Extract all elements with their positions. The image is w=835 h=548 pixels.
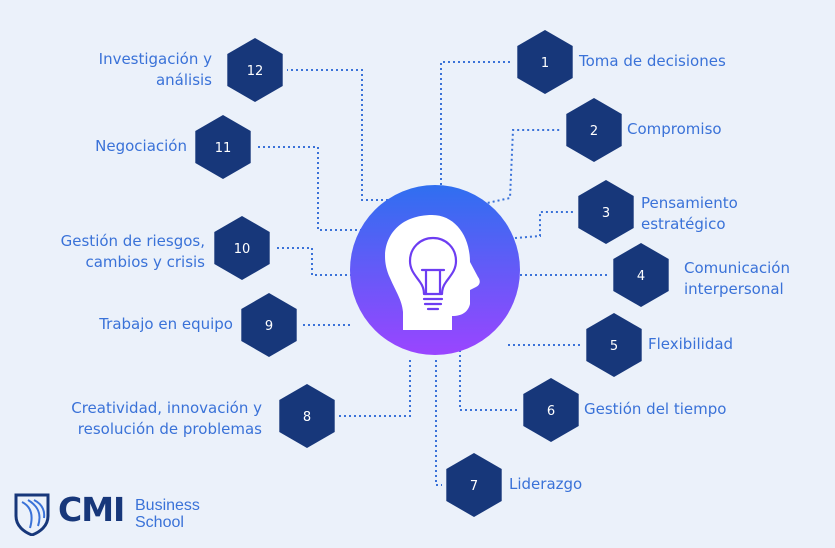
connector-line-7 [435, 360, 442, 486]
skill-label-11: Negociación [95, 136, 187, 157]
skill-label-line: Pensamiento [641, 194, 738, 212]
skill-label-line: Toma de decisiones [579, 52, 726, 70]
hexagon-number: 3 [602, 206, 610, 221]
skill-label-2: Compromiso [627, 119, 722, 140]
hexagon-8: 8 [279, 384, 335, 448]
hexagon-1: 1 [517, 30, 573, 94]
hexagon-number: 6 [547, 404, 555, 419]
skill-label-line: interpersonal [684, 280, 784, 298]
hexagon-shape [613, 243, 669, 307]
skill-label-line: Comunicación [684, 259, 790, 277]
connector-lines [255, 61, 609, 486]
hexagon-number: 1 [541, 56, 549, 71]
hexagon-6: 6 [523, 378, 579, 442]
skill-label-12: Investigación y análisis [99, 49, 212, 91]
connector-line-6 [459, 350, 519, 411]
hexagon-number: 4 [637, 269, 645, 284]
skill-label-7: Liderazgo [509, 474, 582, 495]
skill-label-5: Flexibilidad [648, 334, 733, 355]
hexagon-5: 5 [586, 313, 642, 377]
hexagon-7: 7 [446, 453, 502, 517]
skill-label-10: Gestión de riesgos, cambios y crisis [61, 231, 205, 273]
head-lightbulb-icon [385, 215, 480, 330]
hexagon-number: 7 [470, 479, 478, 494]
hexagon-number: 10 [234, 242, 251, 257]
shield-logo-icon [14, 493, 50, 536]
hexagon-number: 2 [590, 124, 598, 139]
hexagon-12: 12 [227, 38, 283, 102]
hexagon-shape [446, 453, 502, 517]
hexagon-9: 9 [241, 293, 297, 357]
connector-line-11 [255, 146, 362, 231]
skill-label-line: Liderazgo [509, 475, 583, 493]
connector-line-10 [274, 247, 352, 276]
skill-label-3: Pensamiento estratégico [641, 193, 738, 235]
hexagon-shape [195, 115, 251, 179]
skill-label-line: estratégico [641, 215, 726, 233]
connector-line-3 [514, 211, 574, 239]
logo-subtitle: Business School [135, 497, 200, 531]
hexagon-shape [566, 98, 622, 162]
hexagon-shape [241, 293, 297, 357]
hexagon-number: 9 [265, 319, 273, 334]
logo-brand-text: CMI [58, 490, 125, 529]
hexagon-number: 11 [215, 141, 232, 156]
hexagon-10: 10 [214, 216, 270, 280]
skill-label-line: Trabajo en equipo [99, 315, 233, 333]
hexagon-4: 4 [613, 243, 669, 307]
hexagon-3: 3 [578, 180, 634, 244]
connector-line-12 [287, 69, 388, 201]
logo-line-2: School [135, 514, 184, 531]
skill-label-line: Gestión del tiempo [584, 400, 727, 418]
skill-label-8: Creatividad, innovación y resolución de p… [71, 398, 262, 440]
hexagon-shape [517, 30, 573, 94]
skill-label-line: Negociación [95, 137, 187, 155]
hexagon-shape [279, 384, 335, 448]
skill-label-1: Toma de decisiones [579, 51, 726, 72]
skill-label-line: Compromiso [627, 120, 722, 138]
logo-line-1: Business [135, 497, 200, 514]
hexagon-number: 12 [247, 64, 264, 79]
skill-label-line: análisis [155, 71, 212, 89]
hexagon-shape [586, 313, 642, 377]
skill-label-9: Trabajo en equipo [99, 314, 233, 335]
connector-line-2 [477, 129, 562, 206]
skill-label-line: Creatividad, innovación y [71, 399, 262, 417]
hexagon-2: 2 [566, 98, 622, 162]
skill-label-line: cambios y crisis [85, 253, 205, 271]
skill-label-line: Investigación y [98, 50, 212, 68]
connector-line-8 [339, 360, 411, 417]
skill-label-line: resolución de problemas [77, 420, 262, 438]
hexagon-shape [227, 38, 283, 102]
connector-line-1 [440, 61, 513, 190]
hexagon-11: 11 [195, 115, 251, 179]
skill-label-line: Gestión de riesgos, [60, 232, 205, 250]
skill-label-4: Comunicación interpersonal [684, 258, 790, 300]
skill-label-6: Gestión del tiempo [584, 399, 726, 420]
hexagon-shape [523, 378, 579, 442]
hexagon-number: 5 [610, 339, 618, 354]
hexagon-shape [214, 216, 270, 280]
hexagon-shape [578, 180, 634, 244]
skill-label-line: Flexibilidad [648, 335, 734, 353]
hexagon-number: 8 [303, 410, 311, 425]
